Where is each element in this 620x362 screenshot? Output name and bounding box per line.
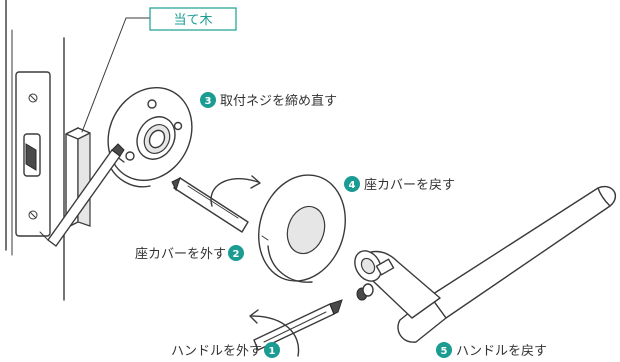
step5-label: ハンドルを戻す <box>456 344 547 359</box>
ate-gi-callout <box>81 7 237 133</box>
screwdriver-bottom <box>249 299 343 357</box>
step3-label: 取付ネジを締め直す <box>220 93 337 109</box>
step2-marker: 2 <box>228 245 244 261</box>
door-frame <box>5 0 65 301</box>
screwdriver-middle <box>171 175 261 233</box>
rosette-cover <box>258 174 346 283</box>
ate-gi-label: 当て木 <box>173 13 212 28</box>
step4-label: 座カバーを戻す <box>364 178 455 193</box>
step1-marker: 1 <box>264 342 280 358</box>
step5-number: 5 <box>441 346 448 357</box>
step4-marker: 4 <box>344 176 360 192</box>
screwdriver-left <box>39 143 125 247</box>
strike-plate <box>15 71 51 237</box>
step3-marker: 3 <box>200 92 216 108</box>
set-screw <box>356 283 374 301</box>
step3-number: 3 <box>205 96 212 107</box>
rosette-base <box>107 86 193 188</box>
step1-number: 1 <box>269 346 276 357</box>
step5-marker: 5 <box>436 342 452 358</box>
lever-handle <box>354 185 616 343</box>
rotation-arrow-bottom <box>251 315 300 357</box>
step4-number: 4 <box>349 180 356 191</box>
step1-label: ハンドルを外す <box>171 344 262 359</box>
step2-number: 2 <box>233 249 240 260</box>
step2-label: 座カバーを外す <box>135 247 226 262</box>
rotation-arrow-middle <box>210 177 259 207</box>
